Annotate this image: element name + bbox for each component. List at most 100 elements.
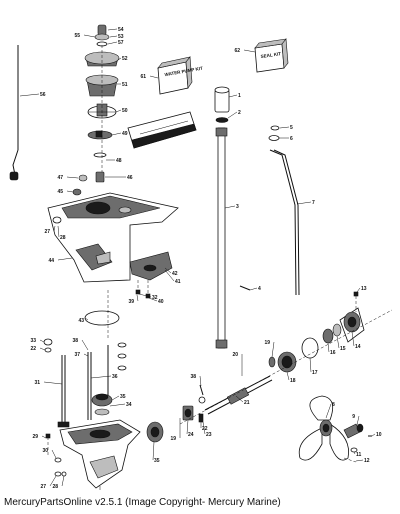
callout-28[interactable]: 28 xyxy=(60,235,66,241)
callout-22b[interactable]: 22 xyxy=(202,426,208,432)
callout-27[interactable]: 27 xyxy=(44,229,50,235)
callout-47[interactable]: 47 xyxy=(57,175,63,181)
callout-49[interactable]: 49 xyxy=(122,131,128,137)
callout-9[interactable]: 9 xyxy=(352,414,355,420)
callout-12[interactable]: 12 xyxy=(364,458,370,464)
callout-32[interactable]: 32 xyxy=(152,295,158,301)
callout-20[interactable]: 20 xyxy=(232,352,238,358)
callout-44[interactable]: 44 xyxy=(48,258,54,264)
callout-34[interactable]: 34 xyxy=(126,402,132,408)
callout-35[interactable]: 35 xyxy=(120,394,126,400)
callout-13[interactable]: 13 xyxy=(361,286,367,292)
shift-shaft-7[interactable] xyxy=(268,125,300,296)
washer-33b[interactable] xyxy=(117,365,127,371)
callout-2[interactable]: 2 xyxy=(238,110,241,116)
propeller-8[interactable] xyxy=(298,395,349,461)
callout-37[interactable]: 37 xyxy=(74,352,80,358)
callout-55[interactable]: 55 xyxy=(74,33,80,39)
propeller-shaft-21[interactable] xyxy=(204,375,273,415)
callout-4[interactable]: 4 xyxy=(258,286,261,292)
callout-31[interactable]: 31 xyxy=(34,380,40,386)
callout-57[interactable]: 57 xyxy=(118,40,124,46)
anode-41[interactable] xyxy=(129,251,173,281)
callout-10[interactable]: 10 xyxy=(376,432,382,438)
callout-54[interactable]: 54 xyxy=(118,27,124,33)
o-ring-17[interactable] xyxy=(301,337,319,359)
callout-38[interactable]: 38 xyxy=(72,338,78,344)
bolt-29[interactable] xyxy=(45,433,51,439)
callout-33[interactable]: 33 xyxy=(30,338,36,344)
dowel-4[interactable] xyxy=(239,285,251,291)
callout-46[interactable]: 46 xyxy=(127,175,133,181)
spring-38[interactable] xyxy=(199,384,204,396)
bearing-carrier-14[interactable] xyxy=(322,307,365,344)
washer-32[interactable] xyxy=(117,353,127,359)
callout-52[interactable]: 52 xyxy=(122,56,128,62)
callout-48[interactable]: 48 xyxy=(116,158,122,164)
callout-18[interactable]: 18 xyxy=(290,378,296,384)
drive-shaft-sleeve[interactable] xyxy=(214,86,230,123)
seal-kit-62[interactable]: SEAL KIT xyxy=(254,38,289,73)
callout-23[interactable]: 23 xyxy=(206,432,212,438)
shift-rod-56[interactable] xyxy=(9,45,19,181)
forward-gear-18[interactable] xyxy=(277,351,297,373)
studs[interactable] xyxy=(57,345,109,428)
callout-61[interactable]: 61 xyxy=(140,74,146,80)
washer-22[interactable] xyxy=(44,347,52,353)
callout-51[interactable]: 51 xyxy=(122,82,128,88)
callout-62[interactable]: 62 xyxy=(234,48,240,54)
callout-41[interactable]: 41 xyxy=(175,279,181,285)
gasket-plate-50[interactable] xyxy=(127,111,197,149)
callout-27b[interactable]: 27 xyxy=(40,484,46,490)
callout-53[interactable]: 53 xyxy=(118,34,124,40)
callout-40[interactable]: 40 xyxy=(158,299,164,305)
callout-45[interactable]: 45 xyxy=(57,189,63,195)
callout-22[interactable]: 22 xyxy=(30,346,36,352)
screw-27[interactable] xyxy=(54,471,62,477)
callout-21[interactable]: 21 xyxy=(244,400,250,406)
washer-39[interactable] xyxy=(117,342,127,348)
callout-36[interactable]: 36 xyxy=(112,374,118,380)
drive-shaft-3[interactable] xyxy=(215,127,228,349)
o-ring-43[interactable] xyxy=(84,310,120,326)
callout-16[interactable]: 16 xyxy=(330,350,336,356)
gear-housing-26[interactable] xyxy=(59,419,141,489)
callout-30[interactable]: 30 xyxy=(42,448,48,454)
callout-14[interactable]: 14 xyxy=(355,344,361,350)
callout-43[interactable]: 43 xyxy=(78,318,84,324)
pin-22[interactable] xyxy=(198,413,204,423)
callout-15[interactable]: 15 xyxy=(340,346,346,352)
callout-24[interactable]: 24 xyxy=(188,432,194,438)
callout-1[interactable]: 1 xyxy=(238,93,241,99)
water-pump-stack[interactable] xyxy=(72,24,120,196)
callout-39[interactable]: 39 xyxy=(128,299,134,305)
washer-28[interactable] xyxy=(61,471,67,477)
callout-8[interactable]: 8 xyxy=(332,402,335,408)
washer-30[interactable] xyxy=(54,457,62,463)
callout-29[interactable]: 29 xyxy=(32,434,38,440)
washer-33[interactable] xyxy=(43,338,53,346)
callout-38b[interactable]: 38 xyxy=(190,374,196,380)
callout-42[interactable]: 42 xyxy=(172,271,178,277)
callout-17[interactable]: 17 xyxy=(312,370,318,376)
washer-19[interactable] xyxy=(268,356,276,368)
callout-7[interactable]: 7 xyxy=(312,200,315,206)
reverse-gear-35b[interactable] xyxy=(146,421,164,443)
cross-pin-38[interactable] xyxy=(198,396,206,404)
callout-35b[interactable]: 35 xyxy=(154,458,160,464)
propeller-nut-9[interactable] xyxy=(343,423,364,439)
callout-28b[interactable]: 28 xyxy=(52,484,58,490)
callout-11[interactable]: 11 xyxy=(356,452,362,458)
callout-19[interactable]: 19 xyxy=(264,340,270,346)
callout-5[interactable]: 5 xyxy=(290,125,293,131)
callout-19b[interactable]: 19 xyxy=(170,436,176,442)
pinion-gear-35[interactable] xyxy=(91,393,113,416)
callout-56[interactable]: 56 xyxy=(40,92,46,98)
callout-3[interactable]: 3 xyxy=(236,204,239,210)
screw-39[interactable] xyxy=(135,289,141,295)
water-pump-kit-61[interactable]: WATER PUMP KIT xyxy=(157,56,203,95)
clutch-dog-24[interactable] xyxy=(182,405,194,421)
bolt-13[interactable] xyxy=(353,291,359,297)
driveshaft-housing-44[interactable] xyxy=(47,192,179,283)
callout-6[interactable]: 6 xyxy=(290,136,293,142)
